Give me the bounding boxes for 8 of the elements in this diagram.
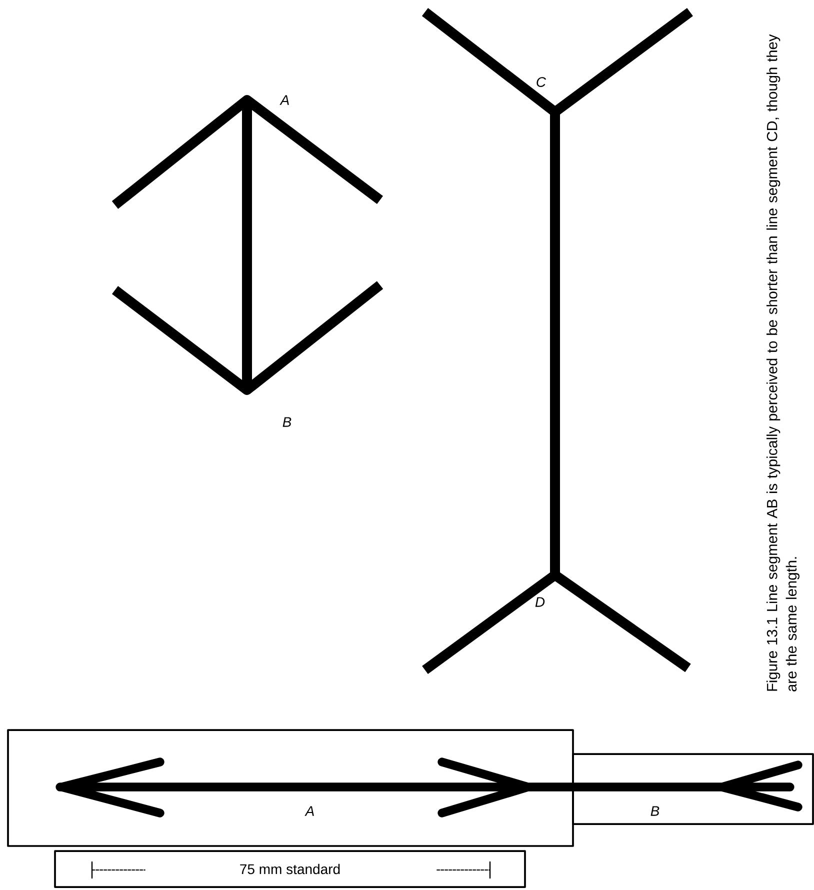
- point-label: C: [536, 77, 546, 87]
- point-label: A: [280, 95, 289, 105]
- scale-box: 75 mm standard: [54, 850, 526, 888]
- caption: Figure 13.1 Line segment AB is typically perceived to be shorter than line segment CD, though they are the same length.: [766, 34, 800, 692]
- figure-box: B: [572, 753, 814, 825]
- point-label: D: [535, 597, 545, 607]
- point-label: B: [282, 417, 292, 427]
- figure-box: A: [7, 729, 574, 847]
